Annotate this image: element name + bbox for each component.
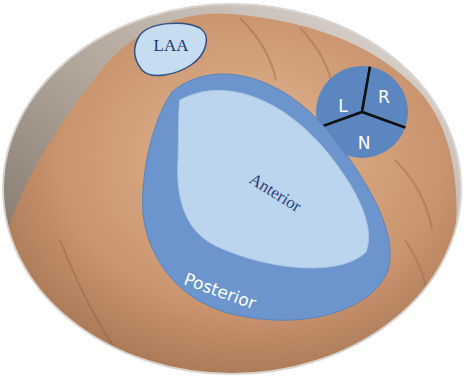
laa-blob-fill [135,23,207,75]
cusp-commissure [319,112,405,128]
aortic-cusp-label: N [358,133,371,153]
posterior-leaflet: PosteriorAnterior [138,56,398,332]
anterior-leaflet-outline [170,72,382,278]
anterior-leaflet-fill [178,90,369,268]
laa-blob: LAA [130,18,214,84]
aortic-cusp-label: L [338,96,347,116]
anterior-leaflet: Anterior [170,72,382,278]
aortic-cusp-label: R [378,87,390,107]
laa-blob-label: LAA [154,36,189,56]
posterior-leaflet-fill [142,74,390,320]
